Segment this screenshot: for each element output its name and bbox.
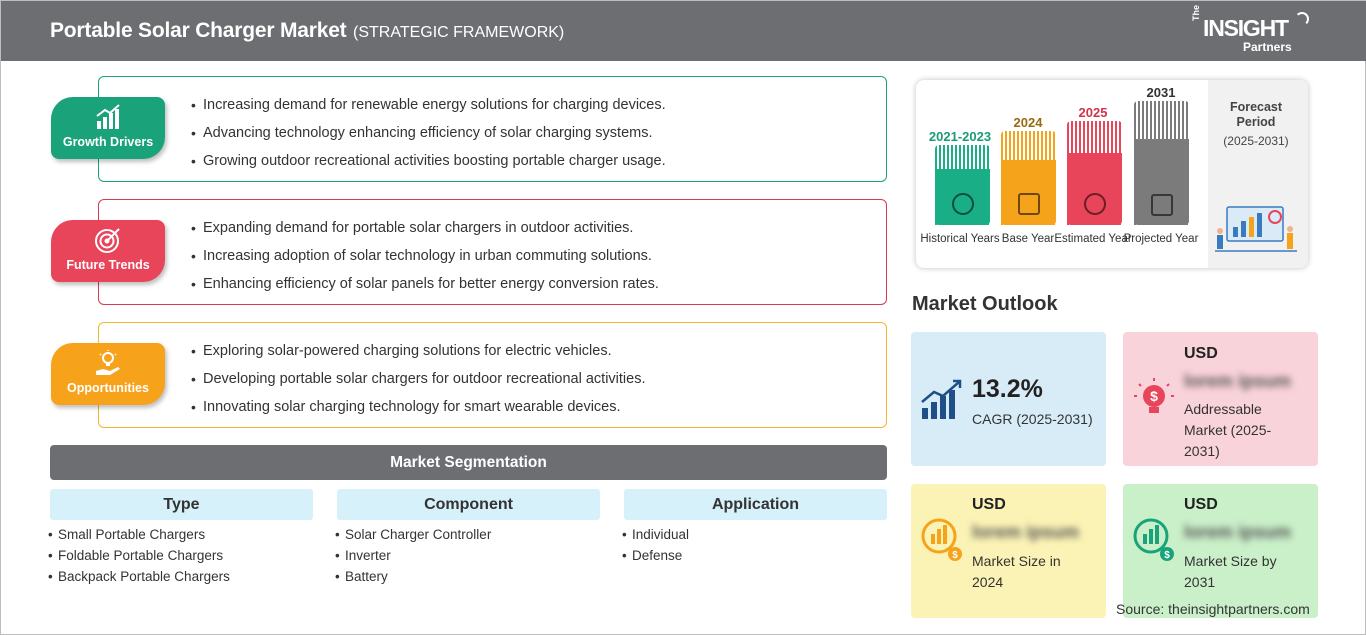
svg-text:$: $ [1150, 388, 1158, 404]
list-item: Inverter [335, 547, 491, 568]
list-item: Solar Charger Controller [335, 526, 491, 547]
logo-partners: Partners [1243, 40, 1292, 54]
forecast-period-title: Forecast Period [1229, 100, 1283, 129]
growth-chart-icon [96, 104, 120, 129]
logo-arc-icon [1295, 12, 1309, 26]
addressable-market-card: $ [1123, 332, 1318, 466]
segment-head-component: Component [337, 489, 600, 520]
growth-drivers-badge: Growth Drivers [51, 97, 165, 159]
opportunities-box: Exploring solar-powered charging solutio… [98, 322, 887, 428]
page-title: Portable Solar Charger Market [50, 19, 347, 42]
opportunities-label: Opportunities [67, 381, 149, 395]
analytics-illustration-icon [1215, 206, 1297, 252]
cagr-value: 13.2% [972, 375, 1043, 403]
bar-year-estimated: 2025 [1078, 105, 1108, 120]
bar-label-base: Base Year [1001, 233, 1055, 245]
list-item: Backpack Portable Chargers [48, 568, 230, 589]
list-item: Expanding demand for portable solar char… [191, 218, 659, 246]
bar-year-base: 2024 [1013, 115, 1043, 130]
growth-drivers-box: Increasing demand for renewable energy s… [98, 76, 887, 182]
list-item: Defense [622, 547, 689, 568]
list-item: Enhancing efficiency of solar panels for… [191, 274, 659, 302]
segment-head-application: Application [624, 489, 887, 520]
bar-historical [935, 145, 990, 225]
list-item: Foldable Portable Chargers [48, 547, 230, 568]
market-size-2031-value-blurred: lorem ipsum [1184, 522, 1292, 542]
bar-projected [1134, 101, 1189, 225]
gears-icon [1084, 193, 1106, 215]
bar-estimated [1067, 121, 1122, 225]
list-item: Individual [622, 526, 689, 547]
list-item: Growing outdoor recreational activities … [191, 151, 666, 179]
opportunities-badge: Opportunities [51, 343, 165, 405]
market-size-2031-card: $ [1123, 484, 1318, 618]
history-icon [952, 193, 974, 215]
chart-coin-icon: $ [1133, 518, 1174, 561]
target-icon [95, 228, 120, 253]
future-trends-label: Future Trends [66, 258, 150, 272]
forecast-period-range: (2025-2031) [1223, 134, 1289, 148]
logo-insight: INSIGHT [1203, 15, 1289, 41]
market-size-2031-usd: USD [1184, 496, 1218, 513]
segment-head-type: Type [50, 489, 313, 520]
market-size-2031-label: Market Size by 2031 [1184, 553, 1277, 590]
list-item: Advancing technology enhancing efficienc… [191, 123, 666, 151]
addressable-usd: USD [1184, 345, 1218, 362]
lightbulb-dollar-icon: $ [1134, 378, 1174, 413]
source-text: Source: theinsightpartners.com [1116, 601, 1310, 617]
growth-drivers-label: Growth Drivers [62, 135, 154, 149]
calendar-icon [1018, 193, 1040, 215]
bar-label-estimated: Estimated Year [1054, 233, 1132, 245]
addressable-label: Addressable Market (2025-2031) [1184, 401, 1272, 459]
market-outlook-title: Market Outlook [912, 293, 1058, 315]
list-item: Innovating solar charging technology for… [191, 397, 645, 425]
cagr-label: CAGR (2025-2031) [972, 411, 1093, 427]
company-logo: The INSIGHT Partners [1191, 5, 1321, 55]
hand-lightbulb-icon [96, 350, 120, 375]
future-trends-box: Expanding demand for portable solar char… [98, 199, 887, 305]
list-item: Increasing demand for renewable energy s… [191, 95, 666, 123]
segment-list-component: Solar Charger Controller Inverter Batter… [335, 526, 491, 589]
list-item: Increasing adoption of solar technology … [191, 246, 659, 274]
logo-the: The [1191, 4, 1201, 21]
market-size-2024-card: $ [911, 484, 1106, 618]
svg-text:$: $ [952, 550, 958, 561]
header-bar: Portable Solar Charger Market (STRATEGIC… [1, 1, 1366, 61]
bar-label-historical: Historical Years [920, 233, 1000, 245]
market-size-2024-usd: USD [972, 496, 1006, 513]
segment-list-application: Individual Defense [622, 526, 689, 568]
addressable-value-blurred: lorem ipsum [1184, 371, 1292, 391]
svg-text:$: $ [1164, 550, 1170, 561]
market-size-2024-label: Market Size in 2024 [972, 553, 1061, 590]
market-size-2024-value-blurred: lorem ipsum [972, 522, 1080, 542]
page-subtitle: (STRATEGIC FRAMEWORK) [353, 24, 565, 41]
future-trends-badge: Future Trends [51, 220, 165, 282]
segment-list-type: Small Portable Chargers Foldable Portabl… [48, 526, 230, 589]
list-item: Exploring solar-powered charging solutio… [191, 341, 645, 369]
presentation-icon [1151, 194, 1173, 216]
bar-year-historical: 2021-2023 [928, 129, 992, 144]
list-item: Battery [335, 568, 491, 589]
growth-bars-icon [921, 379, 962, 419]
bar-label-projected: Projected Year [1123, 233, 1199, 245]
segmentation-title: Market Segmentation [50, 445, 887, 480]
bar-year-projected: 2031 [1146, 85, 1176, 100]
cagr-card [911, 332, 1106, 466]
list-item: Small Portable Chargers [48, 526, 230, 547]
list-item: Developing portable solar chargers for o… [191, 369, 645, 397]
chart-coin-icon: $ [921, 518, 962, 561]
bar-base [1001, 131, 1056, 225]
